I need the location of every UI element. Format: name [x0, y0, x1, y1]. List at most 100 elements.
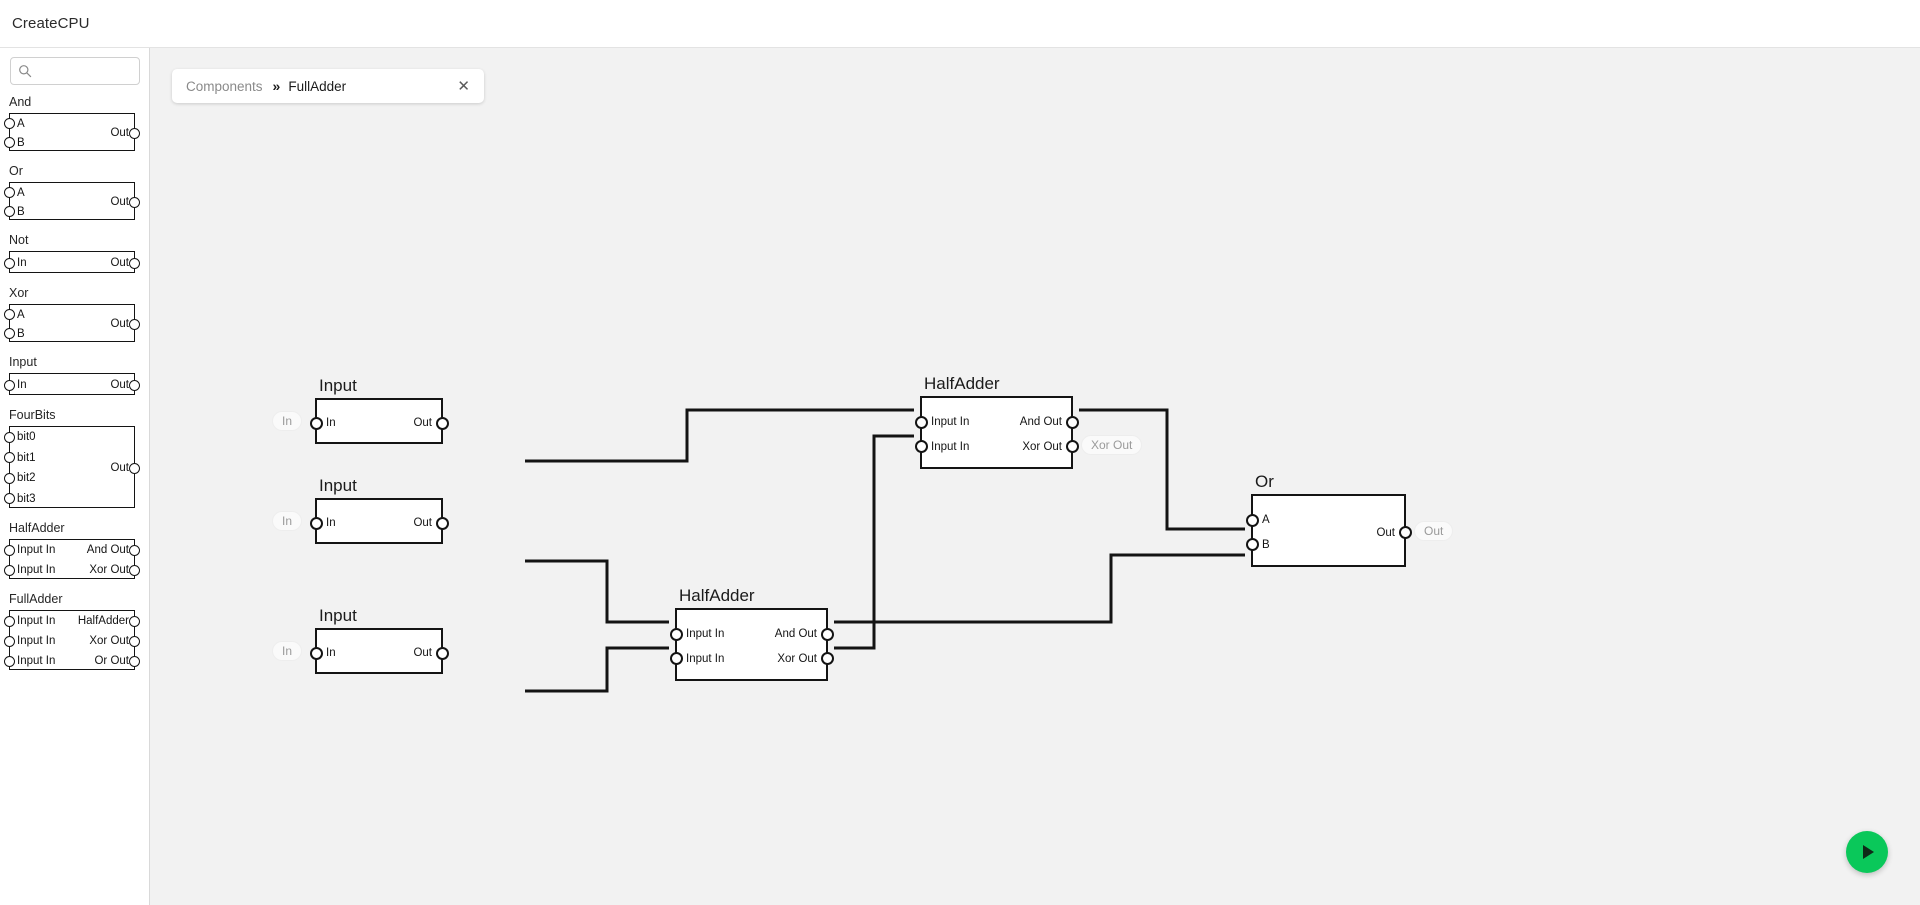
palette-input-pin[interactable] — [4, 472, 15, 484]
palette-input-pin[interactable] — [4, 379, 15, 391]
wire[interactable] — [525, 408, 914, 463]
run-button[interactable] — [1846, 831, 1888, 873]
palette-pin-label: Input In — [17, 635, 56, 647]
node-input-pin[interactable] — [669, 627, 683, 641]
wire[interactable] — [834, 434, 914, 650]
tab-fulladder[interactable]: Components » FullAdder ✕ — [172, 69, 484, 103]
node-output-pin[interactable] — [820, 652, 834, 666]
title-bar: CreateCPU — [0, 0, 1920, 48]
wire[interactable] — [525, 559, 669, 624]
node-output-pin[interactable] — [1398, 526, 1412, 539]
node-output-pin[interactable] — [1065, 415, 1079, 429]
node-output-pin[interactable] — [1065, 440, 1079, 454]
palette-pin-label: Input In — [17, 564, 56, 576]
palette-pin-label: And Out — [86, 544, 129, 556]
palette-input-pin[interactable] — [4, 328, 15, 339]
palette-output-pin[interactable] — [129, 544, 140, 556]
node-pin-label: Out — [413, 647, 432, 659]
palette-output-pin[interactable] — [129, 196, 140, 208]
node-pin-label: Input In — [931, 416, 970, 429]
palette-pin-label: Input In — [17, 544, 56, 556]
palette-output-pin[interactable] — [129, 655, 140, 667]
node-input-pin[interactable] — [309, 516, 323, 530]
node-output-pin[interactable] — [820, 627, 834, 641]
wire[interactable] — [834, 553, 1245, 624]
palette-input-pin[interactable] — [4, 431, 15, 443]
palette-input-pin[interactable] — [4, 544, 15, 556]
palette-input-pin[interactable] — [4, 635, 15, 647]
palette-output-pin[interactable] — [129, 257, 140, 269]
node-input-pin[interactable] — [1245, 538, 1259, 552]
node-input-pin[interactable] — [914, 440, 928, 454]
palette-input-pin[interactable] — [4, 564, 15, 576]
palette-input-pin[interactable] — [4, 655, 15, 667]
node-input-pin[interactable] — [309, 646, 323, 660]
palette-input-pin[interactable] — [4, 493, 15, 505]
node-output-pin[interactable] — [435, 516, 449, 530]
palette-input-pin[interactable] — [4, 615, 15, 627]
palette-input-pin[interactable] — [4, 118, 15, 129]
palette-output-pin[interactable] — [129, 379, 140, 391]
wire[interactable] — [525, 646, 669, 693]
node-pin-label: Out — [413, 417, 432, 429]
palette-input-pin[interactable] — [4, 452, 15, 464]
palette-input-pin[interactable] — [4, 187, 15, 198]
palette-input-pin[interactable] — [4, 206, 15, 217]
node-input-pin[interactable] — [309, 416, 323, 430]
palette-output-pin[interactable] — [129, 615, 140, 627]
palette-item-label: Or — [9, 164, 23, 178]
palette-input-pin[interactable] — [4, 137, 15, 148]
palette-input-pin[interactable] — [4, 309, 15, 320]
node-input-pin[interactable] — [1245, 513, 1259, 527]
palette-pin-label: In — [17, 257, 27, 269]
node-input-pin[interactable] — [914, 415, 928, 429]
node-title: Input — [319, 376, 357, 395]
node-input-pin[interactable] — [669, 652, 683, 666]
palette-output-pin[interactable] — [129, 318, 140, 330]
palette-pin-label: Out — [110, 318, 129, 330]
search-input[interactable] — [37, 64, 132, 78]
close-icon[interactable]: ✕ — [457, 77, 470, 95]
palette-output-pin[interactable] — [129, 564, 140, 576]
node-output-pin[interactable] — [435, 416, 449, 430]
pin-badge: Out — [1415, 521, 1453, 540]
wire[interactable] — [1079, 408, 1245, 531]
node-output-pin[interactable] — [435, 646, 449, 660]
palette-output-pin[interactable] — [129, 127, 140, 139]
search-box[interactable] — [10, 57, 140, 85]
palette-pin-label: In — [17, 379, 27, 391]
pin-badge: In — [273, 642, 302, 660]
palette-output-pin[interactable] — [129, 635, 140, 647]
node-title: Input — [319, 606, 357, 625]
palette-output-pin[interactable] — [129, 462, 140, 474]
pin-badge: In — [273, 412, 302, 430]
palette-input-pin[interactable] — [4, 257, 15, 269]
breadcrumb-root[interactable]: Components — [186, 78, 263, 94]
palette-pin-label: Out — [110, 462, 129, 474]
